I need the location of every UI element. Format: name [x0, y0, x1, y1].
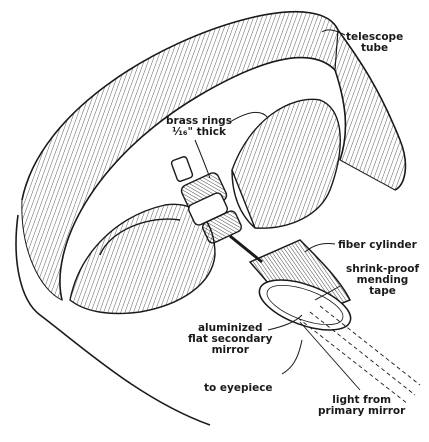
leader-lines [194, 29, 346, 375]
central-hub [170, 156, 263, 264]
label-shrink-proof-tape: shrink-proof mending tape [346, 263, 420, 297]
label-primary-light: light from primary mirror [318, 394, 406, 417]
light-rays [297, 305, 421, 405]
label-fiber-cylinder: fiber cylinder [338, 239, 417, 251]
label-eyepiece: to eyepiece [204, 382, 273, 394]
label-telescope-tube: telescope tube [346, 31, 404, 54]
fiber-cylinder [248, 239, 352, 331]
telescope-tube [15, 10, 407, 426]
label-secondary-mirror: aluminized flat secondary mirror [188, 322, 273, 356]
lower-spider-vane [69, 203, 216, 315]
upper-spider-vane [231, 98, 341, 229]
label-brass-rings: brass rings ¹⁄₁₆" thick [166, 115, 232, 138]
